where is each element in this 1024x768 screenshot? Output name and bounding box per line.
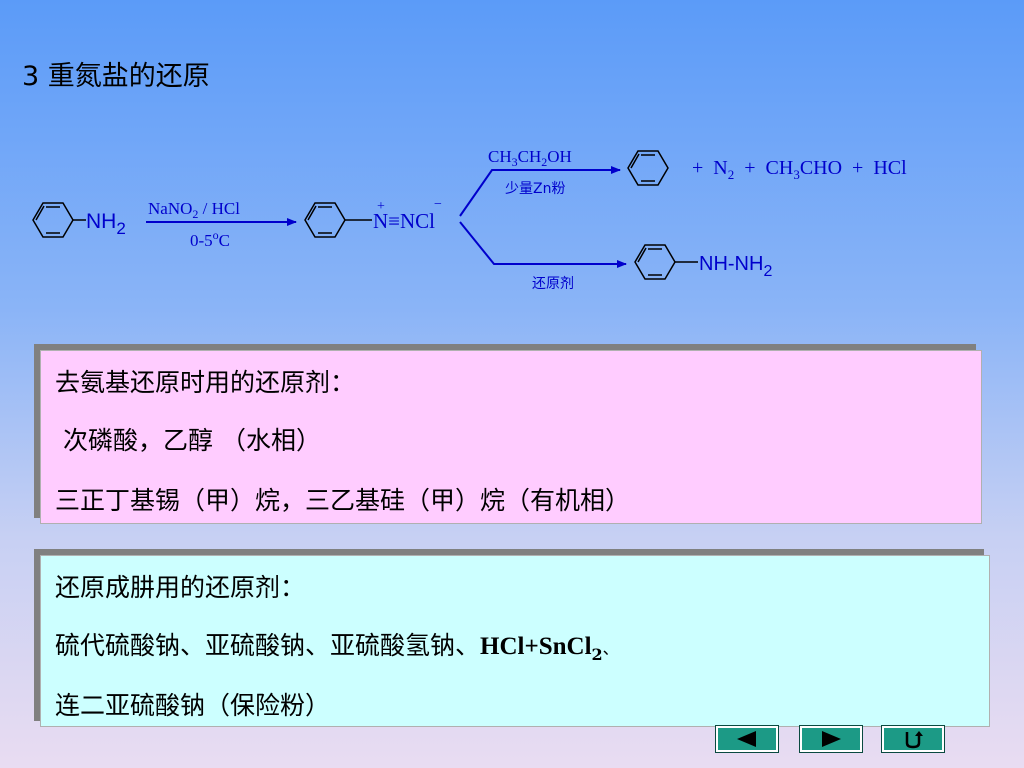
- triangle-left-icon: [737, 731, 756, 747]
- triangle-right-icon: [822, 731, 841, 747]
- reagent-ethanol: CH3CH2OH: [488, 147, 572, 169]
- lower-branch-arrow: [459, 221, 627, 268]
- deamination-heading: 去氨基还原时用的还原剂：: [55, 368, 356, 397]
- deamination-organic-reagents: 三正丁基锡（甲）烷，三乙基硅（甲）烷（有机相）: [55, 486, 631, 515]
- upper-branch-arrow: [459, 166, 621, 217]
- return-button[interactable]: [882, 726, 944, 752]
- benzene-ring-3: [627, 150, 669, 186]
- previous-slide-button[interactable]: [716, 726, 778, 752]
- condition-zinc: 少量Zn粉: [505, 181, 565, 197]
- hydrazine-reagents-list: 硫代硫酸钠、亚硫酸钠、亚硫酸氢钠、HCl+SnCl2、: [55, 631, 619, 664]
- return-icon: [905, 731, 923, 749]
- benzene-ring-1: [32, 202, 86, 238]
- reducing-agent-label: 还原剂: [532, 276, 574, 292]
- hydrazine-group: NH-NH2: [699, 253, 772, 280]
- deamination-aqueous-reagents: 次磷酸，乙醇 （水相）: [63, 426, 321, 455]
- positive-charge: +: [377, 199, 385, 214]
- hydrazine-heading: 还原成肼用的还原剂：: [55, 573, 306, 602]
- amine-group: NH2: [86, 210, 126, 238]
- deamination-reagents-box: 去氨基还原时用的还原剂： 次磷酸，乙醇 （水相） 三正丁基锡（甲）烷，三乙基硅（…: [40, 350, 982, 524]
- next-slide-button[interactable]: [800, 726, 862, 752]
- negative-charge: −: [434, 197, 442, 212]
- product-byproducts: + N2 + CH3CHO + HCl: [692, 157, 907, 182]
- benzene-ring-4: [634, 244, 698, 280]
- benzene-ring-2: [304, 202, 372, 238]
- hydrazine-reagents-box: 还原成肼用的还原剂： 硫代硫酸钠、亚硫酸钠、亚硫酸氢钠、HCl+SnCl2、 连…: [40, 555, 990, 727]
- diazonium-group: N≡NCl: [373, 209, 435, 233]
- reaction-scheme: NH2 NaNO2 / HCl 0-5oC + − N≡NCl CH3CH2OH…: [32, 147, 907, 292]
- page-title: 3 重氮盐的还原: [22, 61, 210, 92]
- hydrazine-reagents-extra: 连二亚硫酸钠（保险粉）: [55, 691, 331, 720]
- reagent-nano2-hcl: NaNO2 / HCl: [148, 199, 240, 221]
- condition-temperature: 0-5oC: [190, 228, 230, 250]
